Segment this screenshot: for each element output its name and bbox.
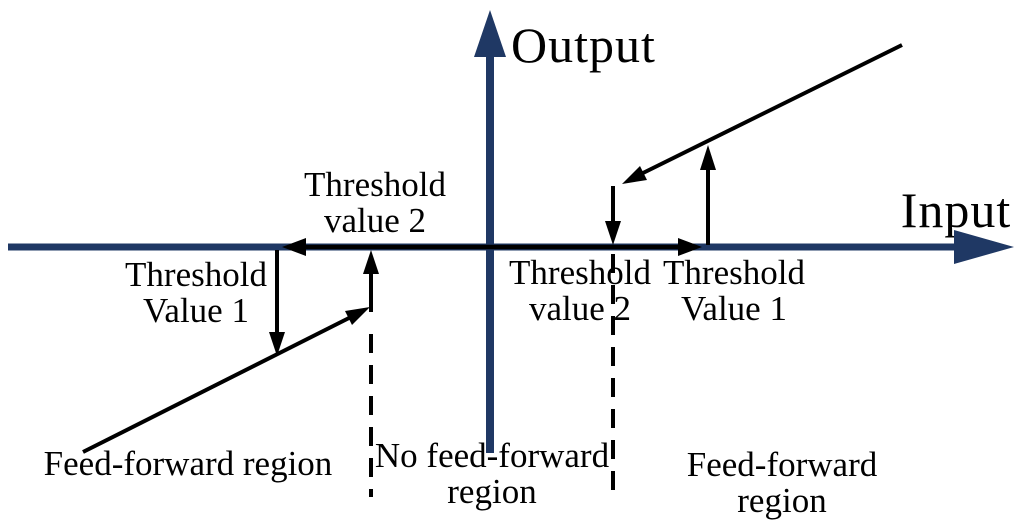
y-axis-arrowhead-icon [474, 10, 506, 57]
left-drop-arrowhead-icon [269, 332, 285, 356]
left-threshold-value-1-label: Threshold Value 1 [125, 255, 267, 331]
no-feed-forward-region-label: No feed-forward region [374, 436, 610, 512]
input-axis-label: Input [900, 182, 1012, 238]
right-rise-arrowhead-icon [700, 145, 716, 170]
right-feed-forward-region-label: Feed-forward region [686, 445, 878, 521]
output-axis-label: Output [511, 17, 656, 73]
right-transfer-arrowhead-icon [622, 166, 647, 184]
left-transfer-arrowhead-icon [345, 307, 370, 325]
right-threshold-value-1-label: Threshold Value 1 [663, 253, 805, 329]
left-transfer-line [82, 316, 350, 454]
right-threshold-value-2-label: Threshold value 2 [509, 253, 651, 329]
right-transfer-line [642, 43, 903, 175]
left-feed-forward-region-label: Feed-forward region [43, 444, 333, 483]
left-rise-arrowhead-icon [363, 250, 379, 274]
axis-double-arrow-left-arrowhead-icon [282, 238, 306, 256]
left-threshold-value-2-label: Threshold value 2 [304, 165, 446, 241]
right-drop-arrowhead-icon [605, 221, 621, 245]
